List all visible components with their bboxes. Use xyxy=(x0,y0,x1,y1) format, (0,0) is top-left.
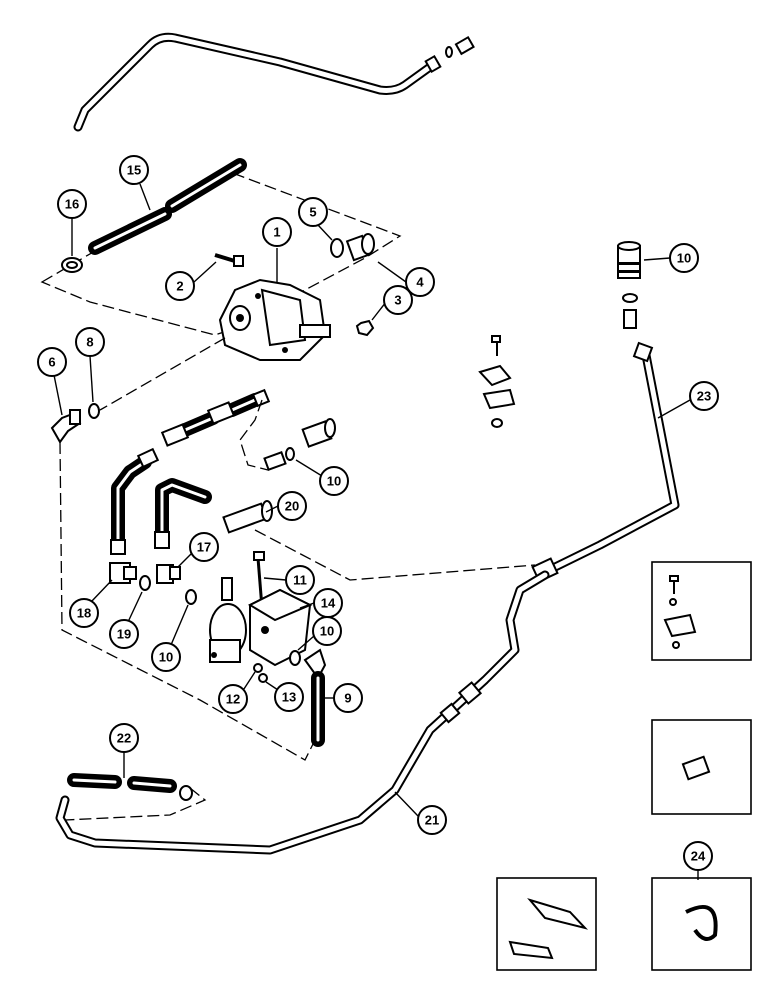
hose-l-left xyxy=(110,447,160,555)
callout-19: 19 xyxy=(109,591,143,649)
callout-12: 12 xyxy=(218,671,256,714)
dash-coupler-line xyxy=(239,399,269,471)
hydraulic-pump-1 xyxy=(218,278,331,361)
hose-fittings-center xyxy=(160,388,271,447)
svg-text:17: 17 xyxy=(197,540,211,555)
o-ring-10-right xyxy=(289,650,301,666)
washer-12 xyxy=(253,663,263,673)
elbow-fitting-18 xyxy=(109,562,137,584)
svg-text:16: 16 xyxy=(65,197,79,212)
svg-text:2: 2 xyxy=(176,279,183,294)
callout-16: 16 xyxy=(57,189,87,256)
inset-box-sleeve xyxy=(651,719,752,815)
callout-10-valve: 10 xyxy=(151,604,189,672)
elbow-fitting-17 xyxy=(156,564,181,584)
quick-coupler xyxy=(263,418,336,471)
svg-text:5: 5 xyxy=(309,205,316,220)
inset-box-bracket xyxy=(496,877,597,971)
valve-block-14 xyxy=(209,577,313,667)
callout-18: 18 xyxy=(69,579,113,628)
dash-fitting20-to-tee xyxy=(254,529,536,581)
top-tube-line xyxy=(73,32,475,132)
callout-2: 2 xyxy=(165,261,217,301)
inset-box-tie xyxy=(651,877,752,971)
callout-24: 24 xyxy=(683,841,713,880)
o-ring-10-valve xyxy=(185,589,197,605)
callout-20: 20 xyxy=(265,491,307,521)
dash-pump-to-elbow xyxy=(99,337,226,411)
callout-8: 8 xyxy=(75,327,105,403)
svg-text:6: 6 xyxy=(48,355,55,370)
o-ring-19 xyxy=(139,575,151,591)
callout-10-mid: 10 xyxy=(295,459,349,496)
o-ring-5 xyxy=(330,238,344,258)
svg-text:15: 15 xyxy=(127,163,141,178)
svg-text:11: 11 xyxy=(293,573,307,588)
callout-13: 13 xyxy=(265,681,304,712)
hose-9 xyxy=(303,648,327,747)
callout-9: 9 xyxy=(322,683,363,713)
hose-22 xyxy=(67,773,193,801)
callout-23: 23 xyxy=(657,381,719,419)
quick-coupler-10 xyxy=(617,241,654,363)
svg-text:8: 8 xyxy=(86,335,93,350)
hose-l-center xyxy=(154,478,212,549)
hose-assembly-15 xyxy=(88,158,247,255)
tube-21 xyxy=(55,570,550,855)
inset-box-clamp-1 xyxy=(651,561,752,661)
fitting-20 xyxy=(222,500,273,534)
svg-text:18: 18 xyxy=(77,606,91,621)
svg-text:13: 13 xyxy=(282,690,296,705)
valve-group-outline xyxy=(59,441,316,761)
tube-23 xyxy=(540,345,680,577)
elbow-fitting-6 xyxy=(50,409,82,444)
svg-text:21: 21 xyxy=(425,813,439,828)
callout-11: 11 xyxy=(263,565,315,595)
svg-text:10: 10 xyxy=(320,624,334,639)
svg-text:14: 14 xyxy=(321,596,336,611)
svg-text:10: 10 xyxy=(677,251,691,266)
svg-text:24: 24 xyxy=(691,849,706,864)
o-ring-8 xyxy=(88,403,100,419)
callout-15: 15 xyxy=(119,155,151,211)
clamp-assembly-center xyxy=(478,335,516,428)
fitting-4 xyxy=(345,233,375,262)
callout-22: 22 xyxy=(109,723,139,778)
washer-13 xyxy=(258,673,268,683)
svg-text:23: 23 xyxy=(697,389,711,404)
svg-text:12: 12 xyxy=(226,692,240,707)
callout-5: 5 xyxy=(298,197,333,241)
dash-hose22 xyxy=(64,787,207,821)
callout-6: 6 xyxy=(37,347,67,416)
svg-text:19: 19 xyxy=(117,627,131,642)
svg-text:1: 1 xyxy=(273,225,280,240)
svg-text:22: 22 xyxy=(117,731,131,746)
callout-17: 17 xyxy=(177,532,219,568)
svg-text:10: 10 xyxy=(327,474,341,489)
hose-clamp-16 xyxy=(61,257,83,273)
nut-3 xyxy=(355,319,375,337)
callout-4: 4 xyxy=(377,261,435,297)
svg-text:3: 3 xyxy=(394,293,401,308)
callout-10-top: 10 xyxy=(643,243,699,273)
svg-text:9: 9 xyxy=(344,691,351,706)
callout-21: 21 xyxy=(394,791,447,835)
svg-text:4: 4 xyxy=(416,275,424,290)
callout-1: 1 xyxy=(262,217,292,282)
callout-3: 3 xyxy=(371,285,413,321)
svg-text:20: 20 xyxy=(285,499,299,514)
bolt-2 xyxy=(214,253,244,267)
svg-text:10: 10 xyxy=(159,650,173,665)
callout-14: 14 xyxy=(299,588,343,618)
